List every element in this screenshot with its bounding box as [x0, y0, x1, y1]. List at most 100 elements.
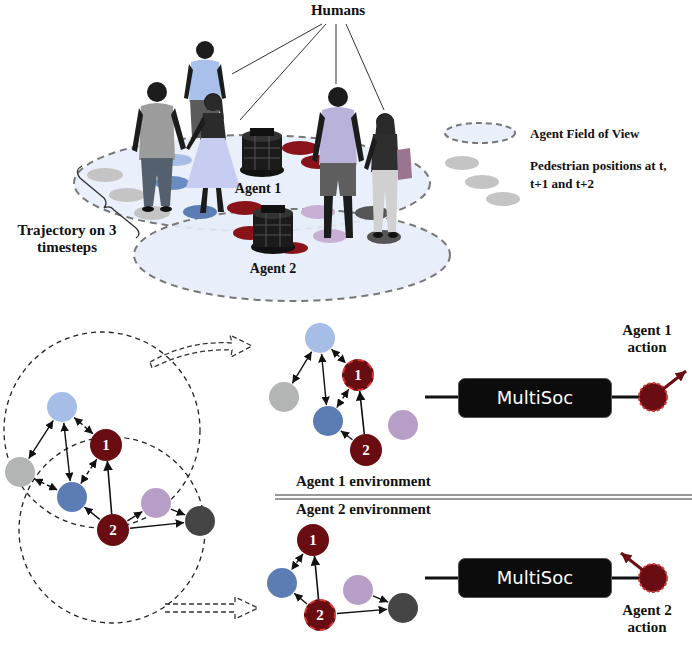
human-figure — [132, 82, 186, 212]
model-name: MultiSoc — [497, 568, 573, 588]
agent-number: 1 — [309, 533, 317, 548]
human-figure — [147, 82, 167, 102]
relation-arrow — [34, 479, 57, 490]
section-label: Agent 1 environment — [296, 473, 431, 490]
hollow-arrow — [165, 597, 258, 619]
human-figure — [397, 148, 412, 180]
human-figure — [217, 64, 226, 99]
output-label: Agent 2 action — [606, 602, 688, 637]
pedestrian-node — [388, 593, 418, 623]
annotation: Trajectory on 3 timesteps — [2, 222, 132, 257]
perception-range — [19, 437, 205, 623]
human-figure — [343, 196, 353, 238]
model-name: MultiSoc — [497, 388, 573, 408]
relation-arrow — [294, 593, 307, 604]
action-symbol — [662, 371, 686, 390]
relation-arrow — [341, 431, 353, 440]
leader-line — [232, 24, 384, 120]
human-figure — [184, 64, 193, 99]
trajectory-marks — [87, 168, 123, 182]
human-figure — [139, 103, 175, 160]
human-figure — [132, 108, 143, 152]
perception-range — [4, 332, 205, 623]
pedestrian-node — [305, 323, 335, 353]
relation-arrow — [84, 507, 99, 519]
agent-node: 2 — [97, 514, 129, 546]
relation-arrow — [292, 352, 311, 384]
agent-label: Agent 2 — [237, 261, 309, 277]
relation-arrow — [81, 459, 97, 483]
human-figure — [200, 188, 208, 213]
input-line — [425, 397, 639, 578]
interaction-arrow — [107, 461, 111, 514]
human-figure — [141, 158, 173, 206]
legend-swatch — [445, 156, 479, 170]
pedestrian-node — [388, 410, 418, 440]
legend-text: Pedestrian positions at t, t+1 and t+2 — [530, 157, 680, 192]
robot-agent — [251, 205, 295, 254]
human-figure — [312, 112, 325, 162]
pedestrian-node — [47, 392, 77, 422]
hollow-arrow — [150, 335, 258, 619]
human-figure — [364, 113, 412, 238]
pedestrian-node — [57, 482, 87, 512]
model-box: MultiSoc — [458, 558, 612, 598]
field-of-view — [134, 209, 450, 301]
agent-number: 2 — [316, 608, 324, 623]
agent-node: 1 — [342, 359, 374, 391]
action-symbol — [639, 383, 667, 411]
agent-node: 2 — [350, 434, 382, 466]
human-figure — [319, 107, 357, 165]
relation-arrow — [130, 523, 184, 529]
robot-agent — [261, 205, 285, 213]
relation-arrow — [322, 354, 327, 405]
pedestrian-node — [141, 488, 171, 518]
human-figure — [388, 232, 398, 238]
model-box: MultiSoc — [458, 378, 612, 418]
relation-arrow — [337, 609, 387, 613]
pedestrian-node — [313, 406, 343, 436]
relation-arrow — [171, 509, 185, 515]
agent-number: 2 — [109, 523, 117, 538]
agent-number: 1 — [102, 438, 110, 453]
relation-arrow — [64, 423, 70, 481]
human-figure — [320, 163, 356, 196]
trajectory-marks — [282, 141, 318, 155]
human-figure — [160, 206, 172, 212]
group-label: Humans — [288, 2, 388, 19]
relation-arrow — [337, 389, 349, 407]
human-figure — [186, 93, 240, 213]
pedestrian-node — [343, 575, 373, 605]
pedestrian-node — [185, 506, 215, 536]
perception-range — [4, 332, 200, 528]
relation-arrow — [291, 554, 303, 570]
legend-text: Agent Field of View — [530, 125, 680, 143]
legend-swatch — [465, 175, 499, 189]
interaction-arrow — [314, 556, 318, 599]
robot-agent — [244, 136, 280, 170]
robot-agent — [240, 128, 284, 177]
legend-swatch — [445, 123, 515, 143]
human-figure — [186, 116, 205, 150]
trajectory-marks — [183, 205, 217, 219]
pedestrian-node — [269, 382, 299, 412]
trajectory-marks — [355, 206, 389, 220]
pedestrian-node — [267, 568, 297, 598]
robot-agent — [250, 128, 274, 136]
human-figure — [364, 136, 377, 170]
agent-number: 1 — [354, 368, 362, 383]
agent-label: Agent 1 — [222, 181, 294, 197]
action-symbol — [621, 553, 644, 571]
relation-arrow — [331, 349, 345, 363]
output-label: Agent 1 action — [606, 322, 688, 357]
interaction-arrow — [360, 391, 365, 434]
leader-line — [232, 24, 384, 120]
human-figure — [312, 87, 364, 238]
human-figure — [196, 41, 214, 59]
field-of-view — [74, 135, 450, 301]
human-figure — [351, 112, 364, 162]
human-figure — [216, 188, 224, 212]
human-figure — [372, 170, 398, 232]
